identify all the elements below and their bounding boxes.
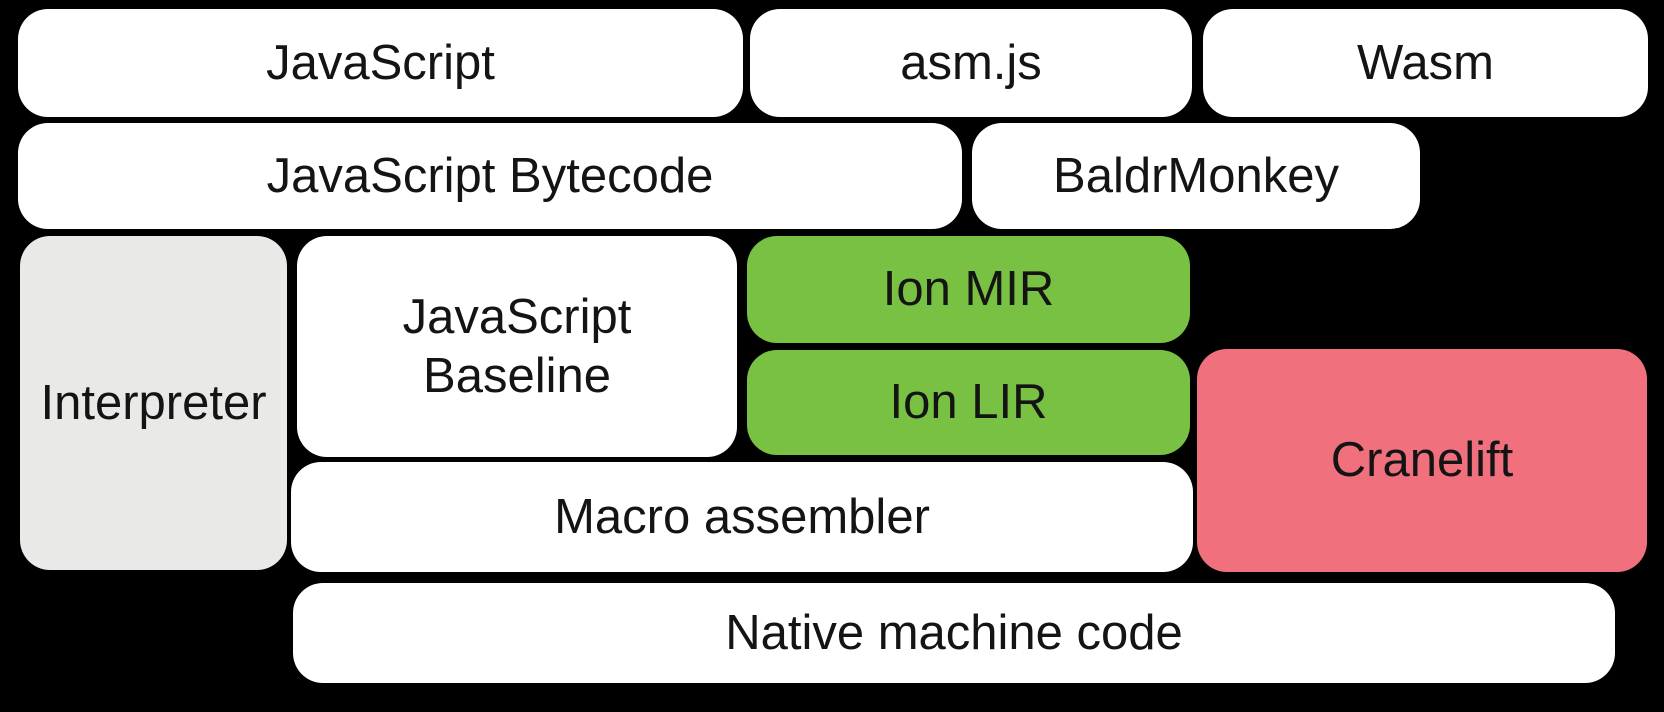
wasm-label: Wasm bbox=[1357, 35, 1494, 90]
asmjs-label: asm.js bbox=[900, 35, 1042, 90]
asmjs-box: asm.js bbox=[750, 9, 1192, 117]
interpreter-label: Interpreter bbox=[40, 375, 267, 430]
javascript-box: JavaScript bbox=[18, 9, 743, 117]
baldrmonkey-label: BaldrMonkey bbox=[1053, 148, 1339, 203]
javascript-baseline-label: JavaScript Baseline bbox=[402, 289, 632, 403]
macro-assembler-label: Macro assembler bbox=[554, 489, 930, 544]
macro-assembler-box: Macro assembler bbox=[291, 462, 1193, 572]
wasm-box: Wasm bbox=[1203, 9, 1648, 117]
javascript-bytecode-box: JavaScript Bytecode bbox=[18, 123, 962, 229]
ion-mir-box: Ion MIR bbox=[747, 236, 1190, 343]
cranelift-box: Cranelift bbox=[1197, 349, 1647, 572]
native-machine-code-box: Native machine code bbox=[293, 583, 1615, 683]
javascript-label: JavaScript bbox=[266, 35, 495, 90]
ion-lir-box: Ion LIR bbox=[747, 350, 1190, 455]
native-machine-code-label: Native machine code bbox=[725, 605, 1183, 660]
javascript-bytecode-label: JavaScript Bytecode bbox=[266, 148, 714, 203]
interpreter-box: Interpreter bbox=[20, 236, 287, 570]
ion-lir-label: Ion LIR bbox=[889, 375, 1048, 430]
javascript-baseline-box: JavaScript Baseline bbox=[297, 236, 737, 457]
ion-mir-label: Ion MIR bbox=[882, 262, 1055, 317]
cranelift-label: Cranelift bbox=[1330, 433, 1514, 488]
baldrmonkey-box: BaldrMonkey bbox=[972, 123, 1420, 229]
